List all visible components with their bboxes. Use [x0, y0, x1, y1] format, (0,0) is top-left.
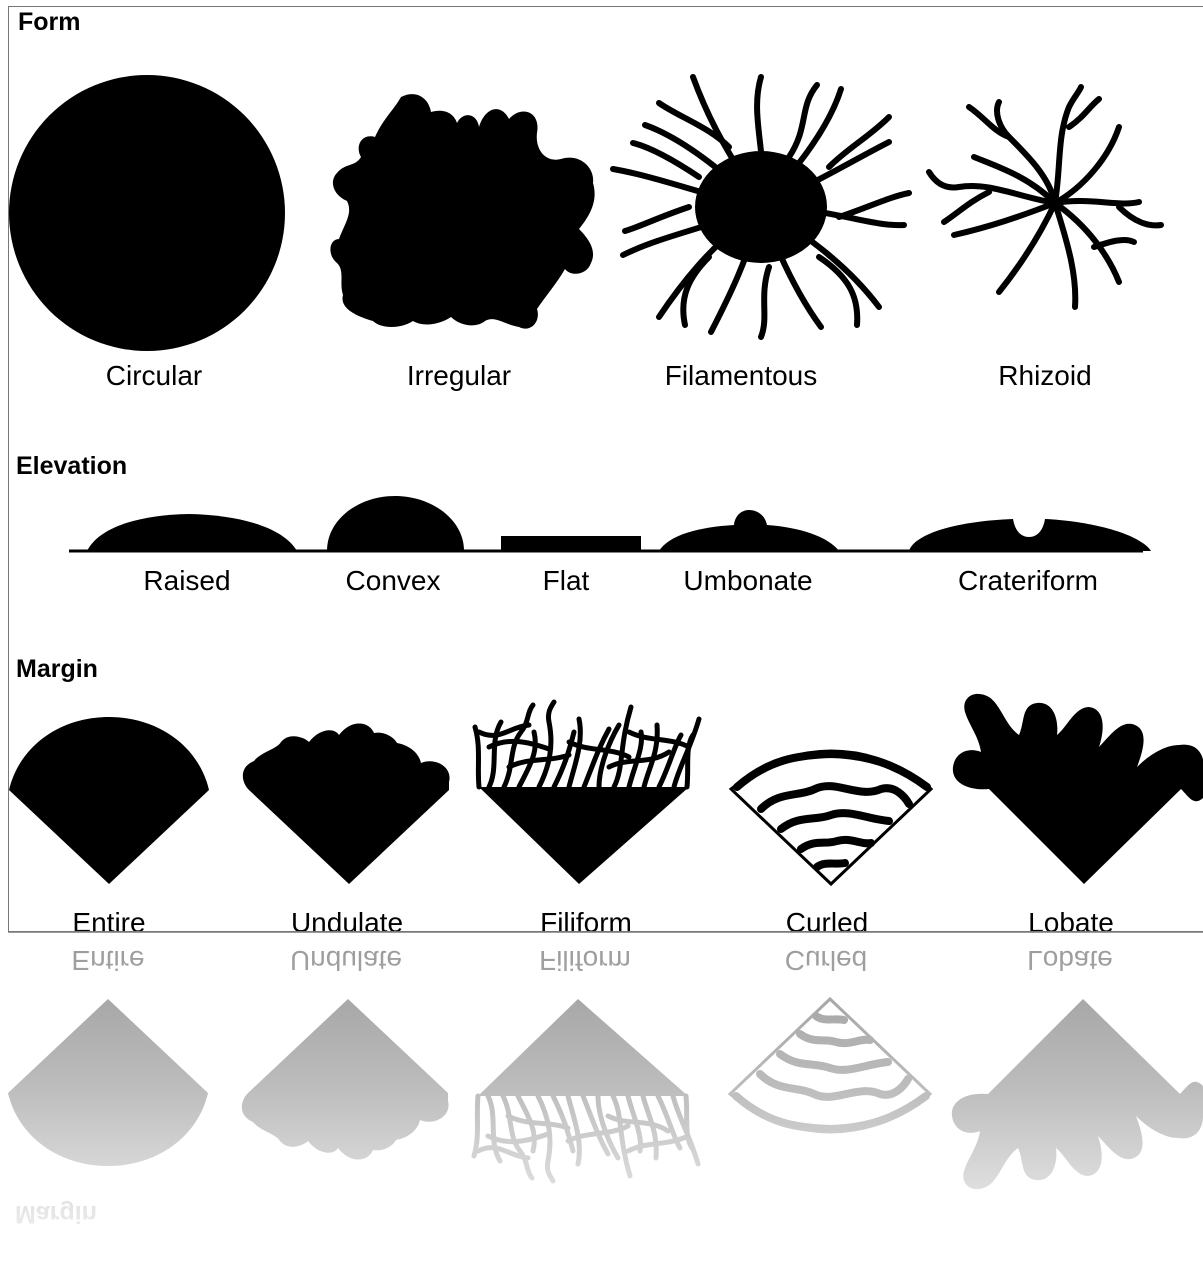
- label-lobate: Lobate: [1028, 907, 1114, 932]
- label-undulate: Undulate: [291, 907, 403, 932]
- label-filamentous: Filamentous: [665, 360, 818, 391]
- rhizoid-shape: [929, 87, 1161, 307]
- form-heading: Form: [18, 8, 81, 36]
- label-circular: Circular: [106, 360, 202, 391]
- label-flat: Flat: [543, 565, 590, 596]
- entire-shape: [9, 717, 209, 884]
- label-rhizoid: Rhizoid: [998, 360, 1091, 391]
- label-umbonate: Umbonate: [683, 565, 812, 596]
- umbonate-shape: [659, 510, 839, 551]
- colony-morphology-diagram: Form: [8, 6, 1203, 932]
- margin-shapes: [9, 694, 1203, 884]
- irregular-shape: [330, 94, 594, 328]
- label-curled: Curled: [786, 907, 868, 932]
- label-crateriform: Crateriform: [958, 565, 1098, 596]
- flat-shape: [501, 536, 641, 551]
- label-convex: Convex: [346, 565, 441, 596]
- elevation-heading: Elevation: [16, 452, 127, 480]
- mirror-reflection: Entire Undulate Filiform Curled Lobate M…: [8, 932, 1203, 1272]
- circular-shape: [9, 75, 285, 351]
- raised-shape: [87, 514, 297, 551]
- diagram-canvas: Form: [9, 7, 1203, 932]
- filiform-shape: [475, 702, 699, 884]
- label-entire: Entire: [72, 907, 145, 932]
- label-irregular: Irregular: [407, 360, 511, 391]
- crateriform-shape: [909, 519, 1151, 551]
- lobate-shape: [953, 694, 1203, 884]
- undulate-shape: [243, 724, 450, 885]
- filamentous-shape: [613, 77, 909, 337]
- convex-shape: [327, 496, 464, 551]
- label-raised: Raised: [143, 565, 230, 596]
- reflection-fade: [8, 933, 1203, 1272]
- margin-heading: Margin: [16, 655, 98, 683]
- curled-shape: [731, 751, 931, 884]
- label-filiform: Filiform: [540, 907, 632, 932]
